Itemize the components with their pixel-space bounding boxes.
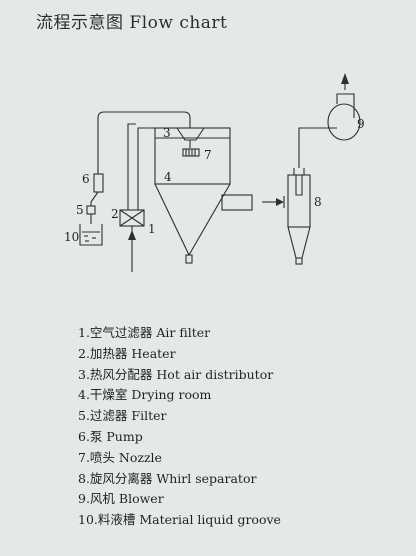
label-10: 10 — [64, 230, 79, 244]
label-7: 7 — [204, 148, 212, 162]
legend-item: 1.空气过滤器 Air filter — [78, 325, 211, 340]
label-6: 6 — [82, 172, 90, 186]
legend-item: 4.干燥室 Drying room — [78, 387, 212, 403]
blower — [327, 73, 361, 141]
drying-chamber — [154, 127, 231, 264]
legend-list: 1.空气过滤器 Air filter 2.加热器 Heater 3.热风分配器 … — [78, 323, 281, 531]
label-3: 3 — [163, 126, 171, 140]
legend-item: 3.热风分配器 Hot air distributor — [78, 366, 274, 382]
air-inlet-arrow — [128, 226, 136, 272]
feed-line — [97, 111, 191, 174]
filter — [86, 202, 96, 224]
outlet-duct — [221, 194, 285, 211]
nozzle — [182, 148, 200, 157]
heater — [119, 209, 145, 227]
hot-air-distributor — [176, 127, 205, 148]
label-8: 8 — [314, 195, 322, 209]
legend-item: 7.喷头 Nozzle — [78, 449, 162, 465]
label-5: 5 — [76, 203, 84, 217]
pump — [90, 173, 104, 203]
page-title: 流程示意图 Flow chart — [36, 13, 228, 33]
hot-air-pipe-inner — [127, 123, 136, 210]
exhaust-duct — [298, 127, 337, 168]
flow-diagram: 1 2 3 4 5 6 7 8 9 10 — [64, 73, 365, 272]
hot-air-pipe — [137, 127, 155, 210]
whirl-separator — [287, 168, 311, 265]
label-1: 1 — [148, 222, 156, 236]
legend-item: 8.旋风分离器 Whirl separator — [78, 470, 257, 486]
legend-item: 5.过滤器 Filter — [78, 408, 167, 424]
legend-item: 10.料液槽 Material liquid groove — [78, 512, 281, 528]
label-2: 2 — [111, 207, 119, 221]
legend-item: 9.风机 Blower — [78, 491, 164, 507]
legend-item: 6.泵 Pump — [78, 428, 143, 444]
label-9: 9 — [357, 117, 365, 131]
label-4: 4 — [164, 170, 172, 184]
legend-item: 2.加热器 Heater — [78, 345, 176, 361]
material-liquid-groove — [79, 224, 103, 246]
